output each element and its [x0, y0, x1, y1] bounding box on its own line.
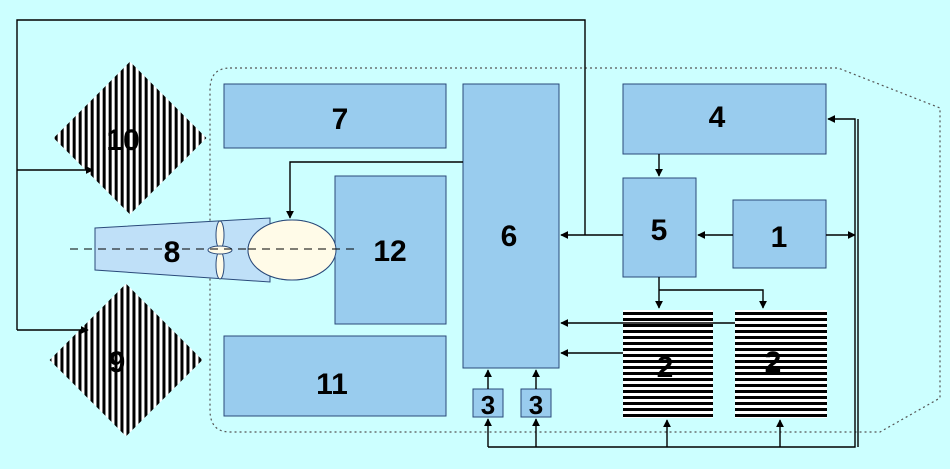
- block-4-label: 4: [709, 101, 726, 134]
- block-1: 1: [732, 199, 827, 269]
- block-11-label: 11: [316, 368, 348, 401]
- block-12: 12: [334, 175, 447, 325]
- block-3-left-label: 3: [481, 390, 495, 420]
- block-2-right: 2: [735, 310, 827, 418]
- block-5-label: 5: [651, 214, 668, 247]
- block-10-label: 10: [106, 124, 139, 157]
- block-7: 7: [223, 83, 447, 149]
- block-11: 11: [223, 335, 447, 417]
- block-2-left: 2: [623, 310, 713, 418]
- block-9-label: 9: [109, 346, 126, 379]
- block-12-label: 12: [373, 235, 406, 268]
- block-4: 4: [622, 83, 827, 155]
- block-3-left: 3: [472, 388, 504, 420]
- block-7-label: 7: [332, 103, 349, 136]
- block-3-right-label: 3: [529, 390, 543, 420]
- block-6-label: 6: [501, 220, 518, 253]
- block-3-right: 3: [520, 388, 552, 420]
- connections: [16, 19, 859, 448]
- hull-outline: [209, 67, 941, 433]
- block-5: 5: [622, 177, 697, 278]
- block-6: 6: [462, 83, 560, 369]
- block-2-left-label: 2: [657, 351, 674, 384]
- block-10: 10: [53, 61, 207, 215]
- block-2-right-label: 2: [765, 346, 782, 379]
- block-9: 9: [49, 283, 203, 437]
- block-8-label: 8: [164, 236, 181, 269]
- block-1-label: 1: [771, 221, 788, 254]
